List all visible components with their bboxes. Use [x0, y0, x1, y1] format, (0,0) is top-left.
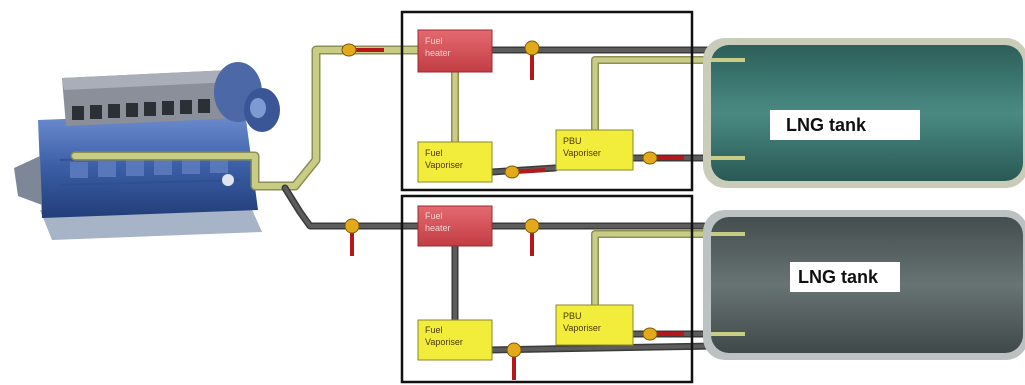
lower-fuel-vaporiser-label-line2: Vaporiser — [425, 337, 463, 347]
upper-fuel-heater-label-line1: Fuel — [425, 36, 443, 46]
lower-fuel-heater-label-line1: Fuel — [425, 211, 443, 221]
marine-gas-engine-icon — [14, 62, 280, 240]
upper-fuel-vaporiser: Fuel Vaporiser — [417, 141, 493, 183]
lower-pbu-vaporiser-label-line1: PBU — [563, 311, 582, 321]
upper-fuel-heater-label-line2: heater — [425, 48, 451, 58]
upper-fuel-vaporiser-label-line2: Vaporiser — [425, 160, 463, 170]
valve-icon — [524, 40, 540, 80]
lower-pbu-vaporiser: PBU Vaporiser — [555, 304, 634, 346]
upper-fuel-heater: Fuel heater — [417, 29, 493, 73]
upper-pbu-vaporiser: PBU Vaporiser — [555, 129, 634, 171]
lower-fuel-heater: Fuel heater — [417, 205, 493, 247]
valve-icon — [642, 151, 684, 165]
lng-tank-lower: LNG tank — [703, 210, 1025, 360]
lower-fuel-heater-label-line2: heater — [425, 223, 451, 233]
lower-gas-system-frame — [400, 194, 694, 384]
lower-fuel-vaporiser: Fuel Vaporiser — [417, 319, 493, 361]
valve-icon — [504, 165, 546, 179]
valve-icon — [506, 342, 522, 380]
valve-icon — [524, 218, 540, 256]
upper-pbu-vaporiser-label-line2: Vaporiser — [563, 148, 601, 158]
vapour-return-pipes — [451, 56, 748, 309]
valve-icon — [344, 218, 360, 256]
lng-tank-lower-label: LNG tank — [798, 267, 879, 287]
lng-tank-upper: LNG tank — [703, 38, 1025, 188]
lng-tank-upper-label: LNG tank — [786, 115, 867, 135]
valve-icon — [341, 43, 384, 57]
upper-fuel-vaporiser-label-line1: Fuel — [425, 148, 443, 158]
valve-icon — [642, 327, 684, 341]
liquid-pipes — [281, 46, 719, 354]
lower-fuel-vaporiser-label-line1: Fuel — [425, 325, 443, 335]
gas-pipes — [70, 45, 425, 191]
upper-gas-system-frame — [400, 10, 694, 192]
upper-pbu-vaporiser-label-line1: PBU — [563, 136, 582, 146]
lower-pbu-vaporiser-label-line2: Vaporiser — [563, 323, 601, 333]
